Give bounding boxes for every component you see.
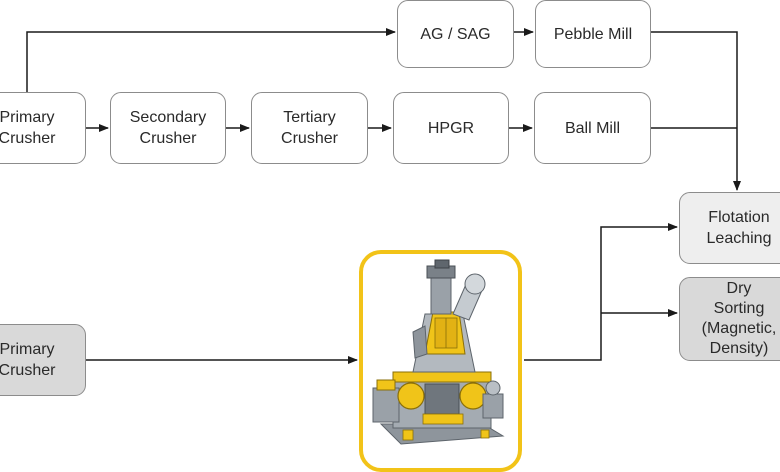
vertical-roller-mill-icon xyxy=(372,259,505,445)
vertical-roller-mill-frame xyxy=(359,250,522,472)
node-primary-crusher-bottom: Primary Crusher xyxy=(0,324,86,396)
arrow-primary-to-agsag xyxy=(26,28,396,92)
node-pebble-mill: Pebble Mill xyxy=(535,0,651,68)
node-tertiary-crusher: Tertiary Crusher xyxy=(251,92,368,164)
node-ball-mill: Ball Mill xyxy=(534,92,651,164)
node-ag-sag: AG / SAG xyxy=(397,0,514,68)
arrow-pebble-to-flotation xyxy=(651,31,741,191)
arrow-mill-to-flotation xyxy=(524,223,678,361)
node-hpgr: HPGR xyxy=(393,92,509,164)
node-flotation-leaching: Flotation Leaching xyxy=(679,192,780,264)
node-dry-sorting: Dry Sorting (Magnetic, Density) xyxy=(679,277,780,361)
node-secondary-crusher: Secondary Crusher xyxy=(110,92,226,164)
node-primary-crusher-top: Primary Crusher xyxy=(0,92,86,164)
